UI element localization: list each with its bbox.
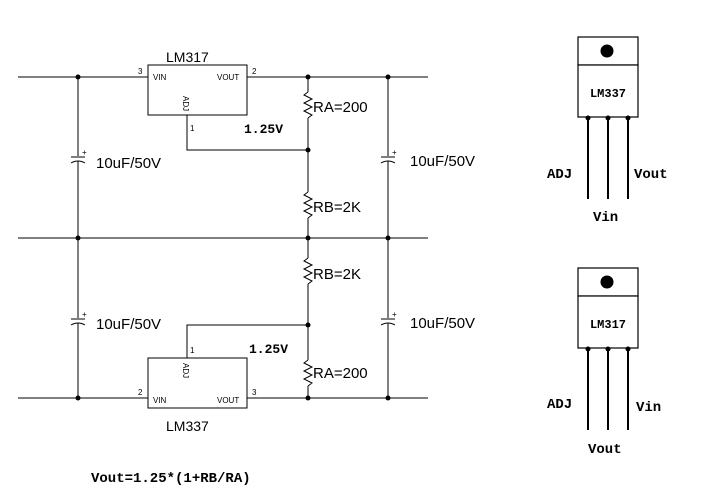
pinout-top-right-pin: Vout [634, 167, 668, 183]
junction-dot [305, 395, 311, 401]
upper-section: LM317 VIN VOUT ADJ 3 2 1 1.25V RA=200 RB… [18, 49, 475, 238]
mounting-hole [600, 44, 614, 58]
mounting-hole [600, 275, 614, 289]
junction-dot [305, 147, 311, 153]
lower-ra-label: RA=200 [313, 365, 368, 382]
junction-dot [385, 395, 391, 401]
upper-ra-resistor [302, 91, 314, 119]
pin-dot [585, 115, 591, 121]
junction-dot [75, 395, 81, 401]
upper-left-cap-label: 10uF/50V [96, 155, 161, 172]
lm317-ref-voltage: 1.25V [244, 122, 283, 137]
pinout-bottom-middle-pin: Vout [588, 442, 622, 458]
pinout-bottom-left-pin: ADJ [547, 397, 572, 413]
lm317-vin-pin: VIN [153, 73, 167, 82]
to220-tab [577, 267, 639, 297]
to220-body [577, 295, 639, 349]
lm337-vin-pin: VIN [153, 396, 167, 405]
lower-rb-label: RB=2K [313, 266, 361, 283]
pinout-top: LM337 ADJ Vout Vin [547, 36, 668, 226]
lm317-label: LM317 [166, 49, 209, 65]
lm317-pin1-number: 1 [190, 124, 195, 133]
pin-dot [585, 346, 591, 352]
lm337-vout-pin: VOUT [217, 396, 239, 405]
ground-rail [18, 235, 428, 241]
pinout-bottom-right-pin: Vin [636, 400, 661, 416]
pinout-top-body-label: LM337 [590, 87, 626, 101]
lower-right-cap-plus: + [392, 310, 397, 319]
to220-body [577, 64, 639, 118]
junction-dot [75, 74, 81, 80]
lm337-pin2-number: 2 [138, 388, 143, 397]
lower-rb-resistor [302, 257, 314, 285]
lm337-body [147, 357, 248, 409]
lower-section: LM337 VIN VOUT ADJ 2 3 1 1.25V RB=2K RA=… [18, 238, 475, 434]
lm337-adj-wire [186, 324, 308, 358]
lm317-body [147, 64, 248, 116]
lm317-adj-wire [186, 115, 308, 151]
pin-dot [605, 115, 611, 121]
upper-right-cap-label: 10uF/50V [410, 153, 475, 170]
pin-dot [605, 346, 611, 352]
junction-dot [305, 322, 311, 328]
pinout-top-left-pin: ADJ [547, 167, 572, 183]
lm337-pin1-number: 1 [190, 346, 195, 355]
lm317-adj-pin: ADJ [181, 96, 190, 111]
output-formula: Vout=1.25*(1+RB/RA) [91, 471, 251, 487]
junction-dot [385, 74, 391, 80]
lm337-label: LM337 [166, 418, 209, 434]
upper-left-cap-plus: + [82, 148, 87, 157]
lower-left-cap-label: 10uF/50V [96, 316, 161, 333]
upper-right-cap-plus: + [392, 148, 397, 157]
lm317-vout-pin: VOUT [217, 73, 239, 82]
lower-ra-resistor [302, 359, 314, 387]
pin-dot [625, 115, 631, 121]
upper-rb-resistor [302, 191, 314, 219]
lm337-adj-pin: ADJ [181, 363, 190, 378]
lower-left-cap-plus: + [82, 310, 87, 319]
lm337-ref-voltage: 1.25V [249, 342, 288, 357]
pinout-bottom-body-label: LM317 [590, 318, 626, 332]
pinout-bottom: LM317 ADJ Vin Vout [547, 267, 661, 458]
lm317-pin3-number: 3 [138, 67, 143, 76]
lm337-pin3-number: 3 [252, 388, 257, 397]
junction-dot [305, 74, 311, 80]
lm317-pin2-number: 2 [252, 67, 257, 76]
pinout-top-middle-pin: Vin [593, 210, 618, 226]
lower-right-cap-label: 10uF/50V [410, 315, 475, 332]
upper-ra-label: RA=200 [313, 99, 368, 116]
upper-rb-label: RB=2K [313, 199, 361, 216]
pin-dot [625, 346, 631, 352]
